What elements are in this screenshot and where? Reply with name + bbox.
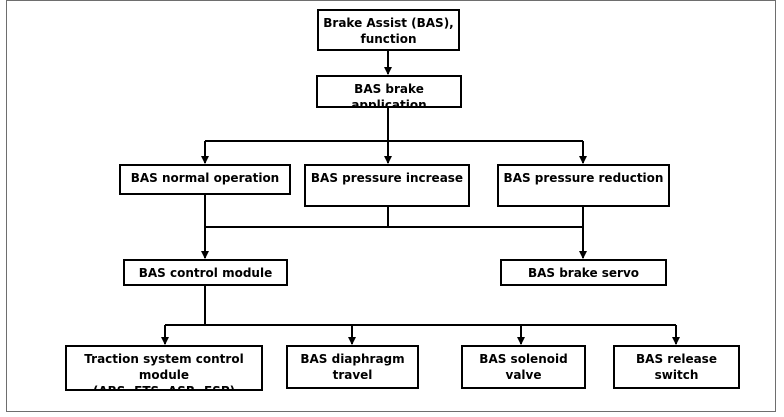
node-bas-normal-operation: BAS normal operation	[119, 164, 291, 195]
node-bas-pressure-increase: BAS pressure increase	[304, 164, 470, 207]
node-bas-control-module: BAS control module	[123, 259, 288, 286]
node-bas-brake-application: BAS brake application	[316, 75, 462, 108]
node-bas-brake-servo: BAS brake servo	[500, 259, 667, 286]
node-traction-system-control-module: Traction system control module (ABS, ETS…	[65, 345, 263, 391]
node-bas-pressure-reduction: BAS pressure reduction	[497, 164, 670, 207]
node-bas-solenoid-valve: BAS solenoid valve	[461, 345, 586, 389]
node-brake-assist-function: Brake Assist (BAS), function	[317, 9, 460, 51]
node-bas-release-switch: BAS release switch	[613, 345, 740, 389]
node-bas-diaphragm-travel-sensor: BAS diaphragm travel sensor	[286, 345, 419, 389]
